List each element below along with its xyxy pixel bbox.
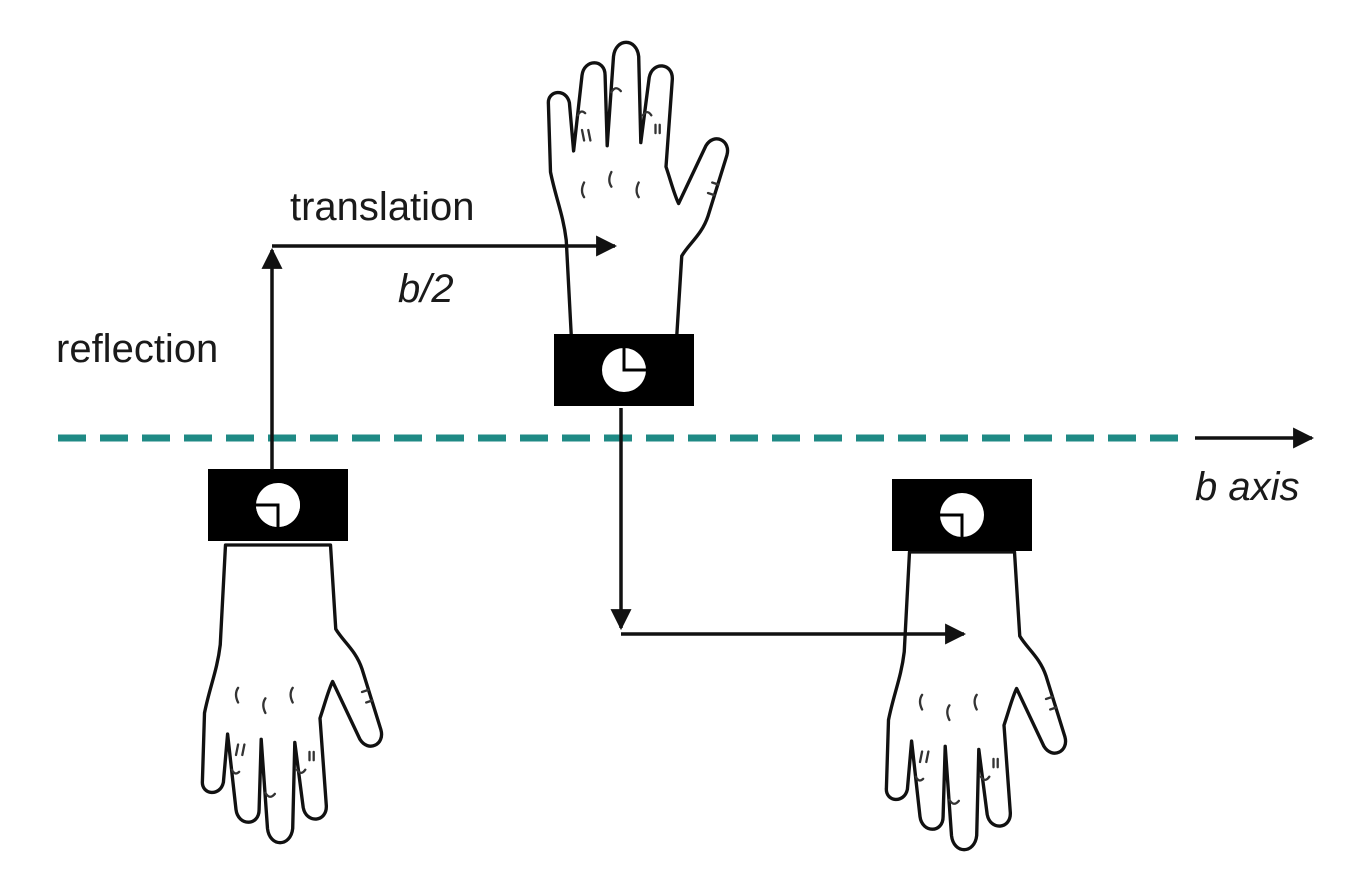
hand-right: [884, 550, 1068, 852]
reflection-label: reflection: [56, 327, 218, 371]
b-axis-label: b axis: [1195, 465, 1300, 509]
watch-cuff-right: [892, 479, 1032, 551]
watch-cuff-top: [554, 334, 694, 406]
hand-icon: [546, 40, 730, 342]
hand-icon: [884, 550, 1068, 852]
translation-label: translation: [290, 185, 475, 229]
hand-icon: [200, 543, 384, 845]
b-half-label: b/2: [398, 267, 454, 311]
watch-cuff-left: [208, 469, 348, 541]
hand-top: [546, 40, 730, 342]
hand-left: [200, 543, 384, 845]
